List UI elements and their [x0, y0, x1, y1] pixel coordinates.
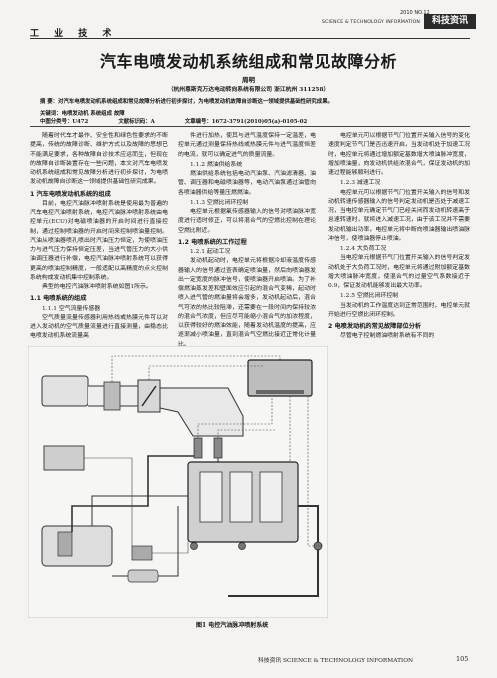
article-author: 周明	[242, 76, 255, 84]
article-id: 文章编号：1672-3791(2010)05(a)-0105-02	[184, 119, 308, 125]
section-heading: 1.2.4 大负荷工况	[340, 246, 387, 252]
section-heading: 1.1.2 燃油供给系统	[190, 161, 243, 168]
fuel-pump-shape	[57, 531, 73, 557]
body-paragraph: 件进行加热，使其与进气温度保持一定温差，电控单元通过测量保持热线或热膜元件与进气…	[178, 133, 316, 158]
fuel-injector-2	[213, 437, 223, 459]
power-wiring	[84, 457, 189, 554]
body-paragraph: 燃油供给系统包括电动汽油泵、汽油滤清器、油管、调压器和电磁喷油器等，电动汽油泵通…	[178, 171, 316, 196]
header-rule	[30, 38, 470, 39]
cylinder-3	[259, 471, 283, 523]
header-section-label: 工 业 技 术	[30, 29, 118, 39]
body-paragraph: 尽管电子控制燃油喷射系统有不同的	[340, 333, 435, 340]
section-heading: 1.1.3 空燃比闭环控制	[190, 199, 249, 206]
body-paragraph: 随着时代车才最作、安全性和绿色性要求的不断提高，传统的故障诊断、维护方式以及故障…	[30, 133, 168, 186]
body-paragraph: 典型的电控汽油脉冲喷射系统如图1所示。	[42, 284, 152, 290]
body-paragraph: 电控单元可以根据节气门位置开关输入的信号和发动机转速传感器输入的信号判定发动机是…	[328, 189, 470, 242]
fuel-supply-line	[71, 455, 198, 532]
body-paragraph: 目前，电控汽油脉冲喷射系统是使用最为普遍的汽车电控汽油喷射系统，电控汽油脉冲喷射…	[30, 200, 168, 281]
footer-page-number: 105	[456, 655, 469, 663]
coolant-sensor-shape	[190, 542, 198, 550]
doc-code: 文献标识码：A	[118, 119, 155, 125]
clc-number: 中图分类号：U472	[40, 119, 89, 125]
article-title: 汽车电喷发动机系统组成和常见故障分析	[99, 52, 397, 71]
section-heading: 1.1 电喷系统的组成	[30, 295, 87, 303]
header-journal-en: SCIENCE & TECHNOLOGY INFORMATION	[322, 20, 421, 25]
body-paragraph: 空气质量流量传感器利用热线或热膜元件可以对进入发动机的空气质量流量进行直接测量，…	[30, 314, 168, 340]
body-paragraph: 当发动机的工作温度达到正常范围时，电控单元就开始进行空燃比闭环控制。	[328, 302, 470, 318]
abstract-rule	[30, 126, 470, 127]
air-flow-sensor-shape	[103, 381, 121, 411]
figure-caption: 图1 电控汽油脉冲喷射系统	[196, 622, 269, 629]
body-paragraph: 当电控单元根据节气门位置开关输入的信号判定发动机处于大负荷工况时，电控单元将通过…	[328, 255, 470, 289]
section-heading: 1.2.1 起动工况	[190, 249, 231, 255]
fuel-injector-1	[193, 437, 203, 459]
filter-line	[112, 506, 179, 577]
header-issue: 2010 NO.12	[400, 10, 430, 16]
crank-sensor-shape	[238, 542, 246, 550]
fuel-tank-shape	[41, 525, 113, 567]
body-paragraph: 电控单元可以根据节气门位置开关输入信号的变化速度判定节气门是否迅速开启，当发动机…	[328, 133, 470, 176]
body-column-1: 随着时代车才最作、安全性和绿色性要求的不断提高，传统的故障诊断、维护方式以及故障…	[30, 132, 168, 354]
cylinder-2	[229, 471, 253, 523]
sensor-wiring	[111, 355, 322, 547]
battery-shape	[43, 445, 85, 471]
section-heading: 1 汽车电喷发动机系统的组成	[30, 190, 111, 198]
body-paragraph: 电控单元根据氧传感器输入的信号对喷油脉冲宽度进行适时修正，可以将混合气的空燃比控…	[178, 209, 316, 234]
footer-journal: 科技资讯 SCIENCE & TECHNOLOGY INFORMATION	[258, 658, 414, 664]
body-column-3: 电控单元可以根据节气门位置开关输入信号的变化速度判定节气门是否迅速开启，当发动机…	[328, 132, 470, 422]
article-meta-row: 中图分类号：U472 文献标识码：A 文章编号：1672-3791(2010)0…	[40, 117, 460, 125]
section-heading: 1.2 电喷系统的工作过程	[178, 238, 247, 246]
article-keywords: 关键词：电喷发动机 系统组成 故障	[40, 111, 125, 117]
cylinder-1	[199, 471, 223, 523]
ignition-coil-shape	[131, 545, 153, 561]
section-heading: 2 电喷发动机的常见故障部位分析	[328, 323, 422, 330]
section-heading: 1.2.5 空燃比闭环控制	[340, 293, 399, 300]
air-filter-shape	[41, 375, 89, 407]
header-journal-badge: 科技资讯	[424, 14, 476, 29]
article-affiliation: （杭州恩斯克万达电动转向系统有限公司 浙江杭州 311258）	[167, 87, 330, 93]
body-paragraph: 发动机起动时，电控单元将根据冷却液温度传感器输入的信号通过查表确定喷油量，然后向…	[178, 258, 316, 348]
article-abstract: 摘 要：对汽车电喷发动机系统组成和常见故障分析进行初步探讨，为电喷发动机故障自诊…	[40, 99, 333, 105]
body-column-2: 件进行加热，使其与进气温度保持一定温差，电控单元通过测量保持热线或热膜元件与进气…	[178, 132, 316, 354]
ecu-connector	[256, 390, 304, 394]
section-heading: 1.2.3 减速工况	[340, 180, 381, 187]
fuel-filter-shape	[127, 569, 159, 583]
section-heading: 1.1.1 空气流量传感器	[42, 305, 101, 312]
throttle-plate	[141, 385, 157, 407]
figure-1-diagram	[28, 346, 328, 618]
